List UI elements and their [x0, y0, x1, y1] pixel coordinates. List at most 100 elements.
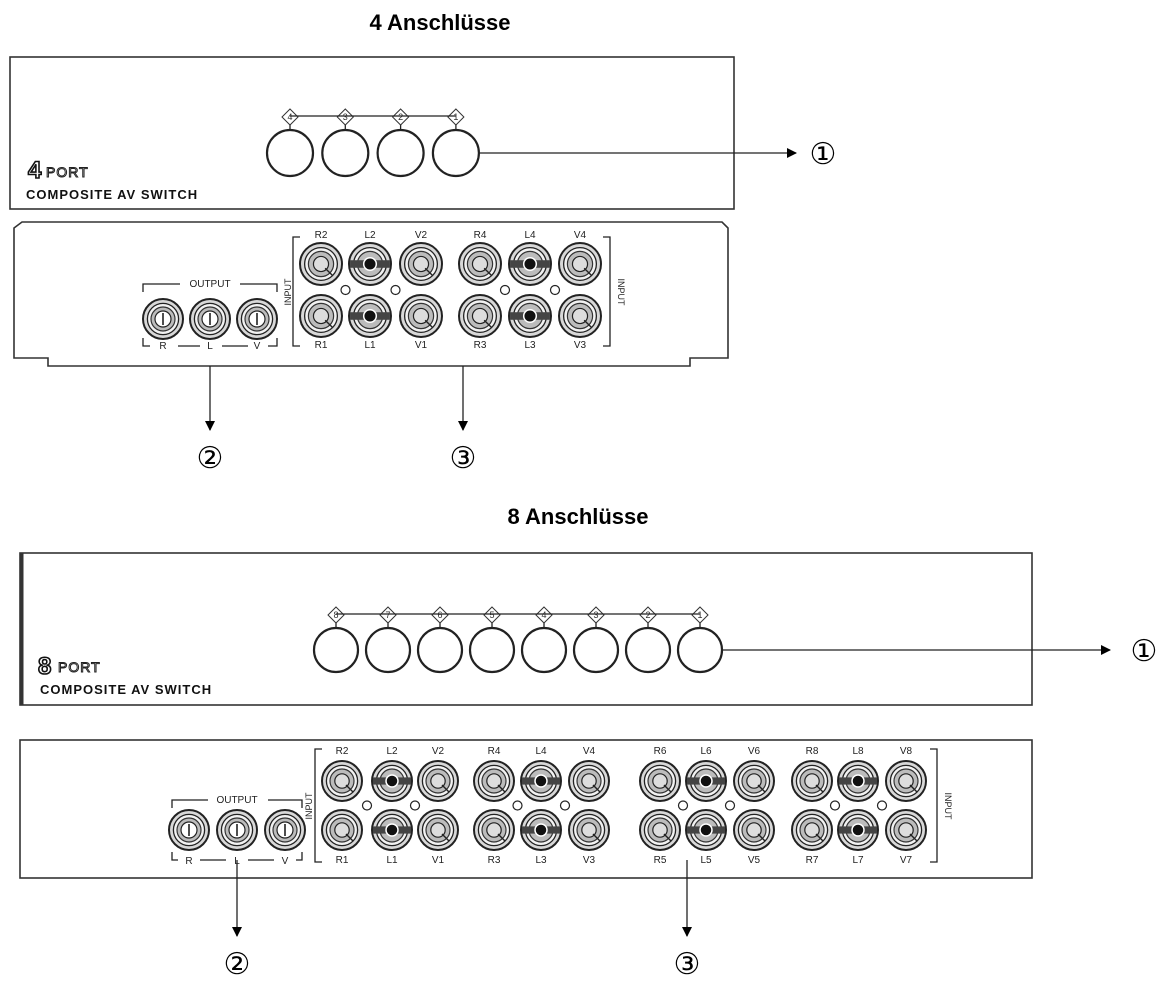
callout-2: ②: [197, 441, 224, 476]
input-jack-label: V6: [748, 746, 761, 757]
port-button-7[interactable]: 7: [364, 606, 412, 674]
port-button-2[interactable]: 2: [624, 606, 672, 674]
input-jack-r6[interactable]: [639, 760, 681, 802]
indicator-led: [499, 284, 511, 296]
input-jack-l8[interactable]: [837, 760, 879, 802]
input-jack-r3[interactable]: [473, 809, 515, 851]
input-jack-v3[interactable]: [568, 809, 610, 851]
port-logo-word: PORT: [46, 164, 89, 180]
selector-button-circle[interactable]: [364, 626, 412, 674]
input-jack-l4[interactable]: [520, 760, 562, 802]
input-jack-r2[interactable]: [299, 242, 343, 286]
input-jack-v4[interactable]: [568, 760, 610, 802]
input-label-right: INPUT: [616, 279, 626, 307]
input-jack-l5[interactable]: [685, 809, 727, 851]
port-button-4[interactable]: 4: [265, 108, 315, 178]
input-jack-l4[interactable]: [508, 242, 552, 286]
input-jack-l7[interactable]: [837, 809, 879, 851]
input-jack-v8[interactable]: [885, 760, 927, 802]
input-jack-v2[interactable]: [399, 242, 443, 286]
output-jack-v[interactable]: [264, 809, 306, 851]
selector-button-circle[interactable]: [572, 626, 620, 674]
indicator-led: [829, 800, 841, 811]
port-button-1[interactable]: 1: [431, 108, 480, 178]
callout-2: ②: [224, 947, 251, 982]
selector-button-circle[interactable]: [468, 626, 516, 674]
selector-button-circle[interactable]: [312, 626, 360, 674]
port-number-tag: [336, 108, 355, 126]
output-label: OUTPUT: [216, 795, 257, 806]
input-jack-label: V1: [432, 855, 445, 866]
input-jack-v5[interactable]: [733, 809, 775, 851]
selector-button-circle[interactable]: [321, 128, 370, 178]
input-jack-v3[interactable]: [558, 294, 602, 338]
input-jack-r2[interactable]: [321, 760, 363, 802]
output-label: OUTPUT: [189, 279, 230, 290]
port-number-tag: [281, 108, 299, 126]
port-number-label: 6: [437, 610, 442, 620]
input-jack-label: R7: [806, 855, 819, 866]
output-jack-r[interactable]: [168, 809, 210, 851]
port-number-label: 4: [287, 112, 292, 122]
section-title-8-port: 8 Anschlüsse: [507, 504, 648, 529]
selector-button-circle[interactable]: [265, 128, 315, 178]
selector-button-circle[interactable]: [431, 128, 480, 178]
input-jack-l1[interactable]: [371, 809, 413, 851]
input-jack-v1[interactable]: [399, 294, 443, 338]
brand-label: COMPOSITE AV SWITCH: [40, 682, 212, 697]
port-button-2[interactable]: 2: [376, 108, 425, 178]
output-jack-r[interactable]: [142, 298, 184, 340]
input-jack-r4[interactable]: [458, 242, 502, 286]
selector-button-circle[interactable]: [624, 626, 672, 674]
port-button-1[interactable]: 1: [676, 606, 724, 674]
input-jack-l1[interactable]: [348, 294, 392, 338]
output-jack-v[interactable]: [236, 298, 278, 340]
input-jack-r5[interactable]: [639, 809, 681, 851]
port-button-8[interactable]: 8: [312, 606, 360, 674]
input-jack-r3[interactable]: [458, 294, 502, 338]
input-jack-label: V7: [900, 855, 913, 866]
input-jack-label: R3: [488, 855, 501, 866]
input-jack-l3[interactable]: [508, 294, 552, 338]
input-jack-v2[interactable]: [417, 760, 459, 802]
input-jack-l3[interactable]: [520, 809, 562, 851]
indicator-led: [390, 284, 401, 296]
port-button-5[interactable]: 5: [468, 606, 516, 674]
input-jack-l6[interactable]: [685, 760, 727, 802]
selector-button-circle[interactable]: [376, 128, 425, 178]
selector-button-circle[interactable]: [416, 626, 464, 674]
input-jack-v6[interactable]: [733, 760, 775, 802]
input-jack-r8[interactable]: [791, 760, 833, 802]
input-jack-l2[interactable]: [371, 760, 413, 802]
selector-button-circle[interactable]: [520, 626, 568, 674]
port-number-tag: [535, 606, 553, 624]
output-jack-l[interactable]: [216, 809, 258, 851]
port-button-4[interactable]: 4: [520, 606, 568, 674]
input-jack-v4[interactable]: [558, 242, 602, 286]
input-jack-v1[interactable]: [417, 809, 459, 851]
input-jack-r1[interactable]: [299, 294, 343, 338]
port-button-3[interactable]: 3: [572, 606, 620, 674]
input-jack-v7[interactable]: [885, 809, 927, 851]
input-jack-r7[interactable]: [791, 809, 833, 851]
port-number-label: 1: [453, 112, 458, 122]
input-jack-label: V8: [900, 746, 913, 757]
selector-button-circle[interactable]: [676, 626, 724, 674]
input-jack-r1[interactable]: [321, 809, 363, 851]
input-jack-r4[interactable]: [473, 760, 515, 802]
port-button-6[interactable]: 6: [416, 606, 464, 674]
port-button-3[interactable]: 3: [321, 108, 370, 178]
input-jack-label: L1: [386, 855, 398, 866]
output-jack-l[interactable]: [189, 298, 231, 340]
input-jack-l2[interactable]: [348, 242, 392, 286]
input-jack-label: R4: [474, 230, 487, 241]
input-label-right: INPUT: [943, 793, 953, 821]
input-jack-label: V3: [574, 340, 587, 351]
input-label-left: INPUT: [304, 792, 314, 820]
indicator-led: [361, 800, 373, 811]
input-jack-label: L4: [524, 230, 536, 241]
